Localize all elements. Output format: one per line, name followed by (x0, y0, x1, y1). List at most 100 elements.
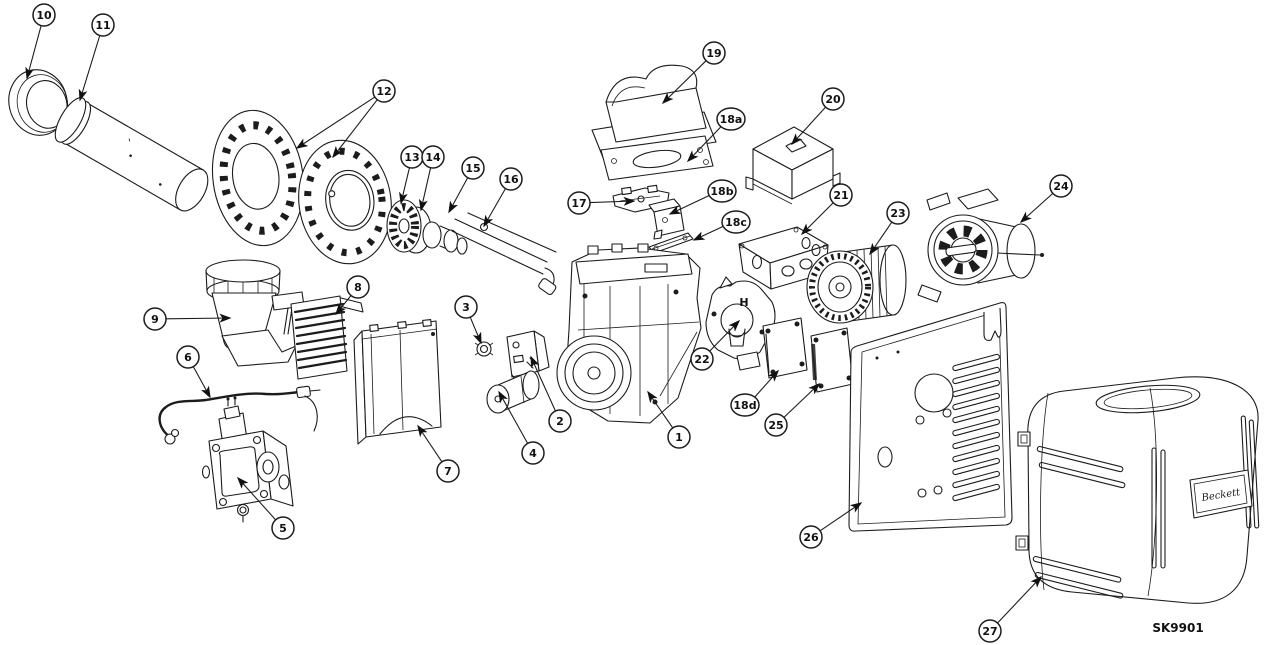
callout-18a: 18a (686, 107, 746, 163)
callout-27: 27 (978, 575, 1043, 643)
callout-number: 22 (694, 353, 709, 366)
callout-number: 21 (833, 189, 848, 202)
callout-number: 7 (444, 465, 452, 478)
drawing-code-label: SK9901 (1152, 621, 1203, 635)
part-junction-box (738, 226, 829, 290)
callout-number: 5 (279, 522, 287, 535)
callout-balloon (690, 347, 714, 371)
callout-6: 6 (176, 345, 211, 399)
callout-number: 9 (151, 313, 159, 326)
callout-11: 11 (78, 13, 115, 102)
callout-22: 22 (690, 319, 741, 371)
part-fan-hub-assembly (386, 199, 468, 255)
callout-8: 8 (335, 275, 370, 316)
callout-balloon (667, 425, 691, 449)
callout-balloon (764, 413, 788, 437)
adjust-plate-h-marking: H (739, 296, 748, 309)
part-cover-plate-25 (810, 327, 854, 393)
part-igniter-gasket (600, 135, 714, 181)
callout-number: 18a (720, 113, 743, 126)
part-motor (917, 188, 1044, 303)
callout-number: 27 (982, 625, 997, 638)
part-cover-plate-18d (762, 317, 808, 379)
part-primary-control (745, 126, 841, 205)
callout-balloon (436, 459, 460, 483)
callout-number: 26 (803, 531, 819, 544)
callout-balloon (454, 295, 478, 319)
part-rear-panel (848, 302, 1013, 532)
callout-18d: 18d (730, 369, 779, 417)
part-escutcheon-ring (8, 69, 69, 136)
callout-number: 11 (95, 19, 110, 32)
callout-balloon (829, 183, 853, 207)
part-mounting-plates (211, 109, 392, 265)
callout-number: 1 (675, 431, 683, 444)
callout-number: 16 (503, 173, 519, 186)
callout-number: 19 (706, 47, 721, 60)
callout-26: 26 (799, 502, 863, 549)
callout-balloon (271, 516, 295, 540)
callout-balloon (721, 210, 751, 234)
callout-number: 2 (556, 415, 564, 428)
callout-balloon (702, 41, 726, 65)
part-nozzle-line (451, 212, 557, 296)
callout-number: 23 (890, 207, 905, 220)
callout-balloon (461, 156, 485, 180)
part-fuel-pump (201, 396, 294, 523)
callout-10: 10 (25, 3, 56, 80)
part-oil-line (158, 385, 321, 445)
callout-balloon (707, 179, 737, 203)
callout-number: 18d (733, 399, 756, 412)
callout-number: 17 (571, 197, 586, 210)
callout-15: 15 (448, 156, 485, 214)
callout-19: 19 (661, 41, 726, 105)
callout-25: 25 (764, 382, 821, 437)
callout-balloon (91, 13, 115, 37)
part-nut (474, 341, 494, 357)
callout-balloon (143, 307, 167, 331)
callout-18c: 18c (692, 210, 751, 241)
callout-balloon (548, 409, 572, 433)
part-main-housing (556, 243, 702, 424)
callout-number: 15 (465, 162, 480, 175)
callout-number: 24 (1053, 180, 1069, 193)
callout-number: 6 (184, 351, 192, 364)
callout-12: 12 (295, 79, 396, 159)
panel-louvers (952, 353, 1000, 502)
callout-balloon (1049, 174, 1073, 198)
part-air-tube (54, 97, 209, 212)
callout-balloon (32, 3, 56, 27)
callout-14: 14 (418, 145, 445, 212)
callout-number: 13 (404, 151, 419, 164)
part-air-scoop (205, 259, 305, 367)
callout-balloon (567, 191, 591, 215)
callout-number: 10 (36, 9, 52, 22)
callout-18b: 18b (668, 179, 737, 215)
callout-4: 4 (498, 390, 545, 465)
callout-number: 8 (354, 281, 362, 294)
callout-balloon (730, 393, 760, 417)
callout-17: 17 (567, 191, 636, 215)
callout-21: 21 (800, 183, 853, 236)
callout-23: 23 (869, 201, 910, 256)
callout-number: 18b (710, 185, 733, 198)
callout-number: 14 (425, 151, 441, 164)
part-air-band (290, 295, 364, 380)
part-shroud (353, 319, 442, 445)
callout-balloon (886, 201, 910, 225)
callout-balloon (346, 275, 370, 299)
callout-balloon (821, 87, 845, 111)
callout-13: 13 (399, 145, 424, 205)
callout-number: 4 (529, 447, 537, 460)
callout-balloon (716, 107, 746, 131)
callout-balloon (372, 79, 396, 103)
callout-number: 25 (768, 419, 783, 432)
part-terminal-block (648, 198, 685, 240)
callout-20: 20 (790, 87, 845, 146)
callout-balloon (799, 525, 823, 549)
callout-balloon (978, 619, 1002, 643)
callout-number: 12 (376, 85, 391, 98)
callout-balloon (176, 345, 200, 369)
